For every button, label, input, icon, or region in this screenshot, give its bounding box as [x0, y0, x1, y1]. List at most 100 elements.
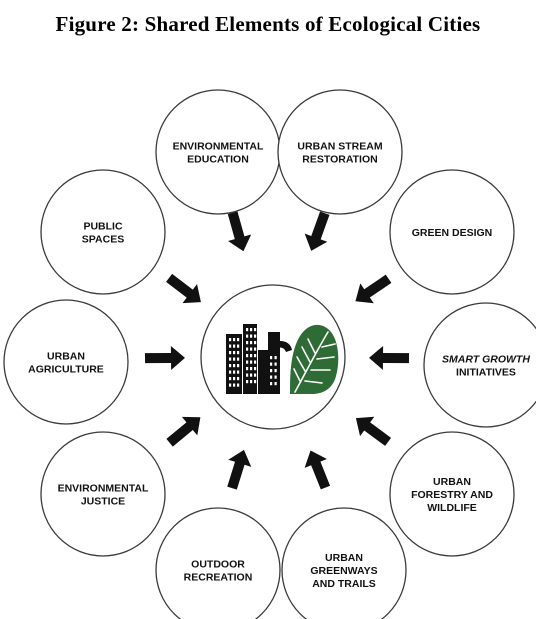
- building-window: [246, 360, 249, 364]
- building-window: [233, 383, 236, 387]
- building-window: [270, 375, 273, 379]
- node-label-line: JUSTICE: [81, 496, 125, 508]
- building-window: [229, 377, 232, 381]
- node-label-line: INITIATIVES: [456, 367, 516, 379]
- building-window: [229, 351, 232, 355]
- node-label-line: ENVIRONMENTAL: [173, 141, 264, 153]
- building-window: [237, 377, 240, 381]
- node-label-line: AGRICULTURE: [28, 364, 104, 376]
- node-label-line: ENVIRONMENTAL: [58, 483, 149, 495]
- arrow-urban-forestry: [355, 416, 392, 446]
- building-window: [250, 328, 253, 332]
- building-window: [254, 334, 257, 338]
- building-window: [246, 354, 249, 358]
- node-circle: [281, 507, 407, 619]
- building-window: [233, 370, 236, 374]
- building-window: [274, 375, 277, 379]
- building-window: [237, 351, 240, 355]
- building-window: [246, 334, 249, 338]
- node-circle: [277, 89, 403, 215]
- node-circle: [389, 169, 515, 295]
- building-window: [254, 354, 257, 358]
- building-window: [254, 341, 257, 345]
- building-window: [237, 338, 240, 342]
- figure-title: Figure 2: Shared Elements of Ecological …: [55, 12, 481, 36]
- building-window: [229, 383, 232, 387]
- node-circle: [423, 302, 536, 428]
- building-window: [233, 364, 236, 368]
- node-circle: [40, 431, 166, 557]
- building-window: [246, 380, 249, 384]
- building-window: [246, 341, 249, 345]
- building-window: [229, 344, 232, 348]
- node-label-line: URBAN STREAM: [297, 141, 382, 153]
- building-window: [233, 351, 236, 355]
- node-label-line: GREEN DESIGN: [412, 227, 493, 239]
- arrow-urban-greenways: [304, 450, 331, 490]
- arrow-green-design: [355, 274, 392, 304]
- building-window: [254, 367, 257, 371]
- building-window: [237, 357, 240, 361]
- building-window: [270, 362, 273, 366]
- building-window: [250, 354, 253, 358]
- building-window: [233, 338, 236, 342]
- building-window: [246, 347, 249, 351]
- building-window: [274, 382, 277, 386]
- building-window: [250, 360, 253, 364]
- node-label-line: AND TRAILS: [312, 578, 376, 590]
- arrow-outdoor-recreation: [227, 449, 252, 490]
- leaf-icon: [290, 324, 339, 394]
- building-window: [254, 360, 257, 364]
- building-window: [270, 369, 273, 373]
- arrows-group: [144, 211, 410, 490]
- node-circle: [40, 169, 166, 295]
- node-green-design: GREEN DESIGN: [389, 169, 515, 295]
- building-window: [250, 380, 253, 384]
- building-window: [233, 344, 236, 348]
- building-window: [254, 328, 257, 332]
- building-window: [233, 377, 236, 381]
- arrow-smart-growth: [369, 345, 410, 370]
- node-label-line: EDUCATION: [187, 154, 249, 166]
- node-label-line: SPACES: [82, 234, 124, 246]
- building-window: [246, 373, 249, 377]
- building-window: [229, 370, 232, 374]
- buildings-icon: [226, 324, 292, 394]
- building-window: [250, 334, 253, 338]
- node-label-line: RECREATION: [184, 572, 253, 584]
- building-window: [250, 347, 253, 351]
- building-window: [237, 344, 240, 348]
- building-window: [246, 328, 249, 332]
- node-circle: [389, 431, 515, 557]
- node-label-line: SMART GROWTH: [442, 354, 530, 366]
- node-label-line: FORESTRY AND: [411, 489, 493, 501]
- node-label-line: URBAN: [325, 552, 363, 564]
- arrow-environmental-justice: [166, 416, 201, 447]
- city-buildings-and-leaf-icon: [226, 324, 339, 394]
- building-window: [274, 362, 277, 366]
- building-window: [250, 341, 253, 345]
- node-circle: [155, 507, 281, 619]
- arrow-public-spaces: [166, 273, 201, 304]
- building-window: [254, 347, 257, 351]
- building-window: [270, 356, 273, 360]
- building-window: [274, 369, 277, 373]
- building-window: [250, 367, 253, 371]
- building-window: [229, 357, 232, 361]
- building-window: [229, 364, 232, 368]
- building-window: [254, 380, 257, 384]
- building-window: [237, 370, 240, 374]
- building-window: [274, 356, 277, 360]
- center-node: [200, 284, 346, 430]
- arrow-urban-agriculture: [144, 345, 185, 370]
- node-label-line: URBAN: [47, 351, 85, 363]
- building-window: [233, 357, 236, 361]
- building-window: [237, 383, 240, 387]
